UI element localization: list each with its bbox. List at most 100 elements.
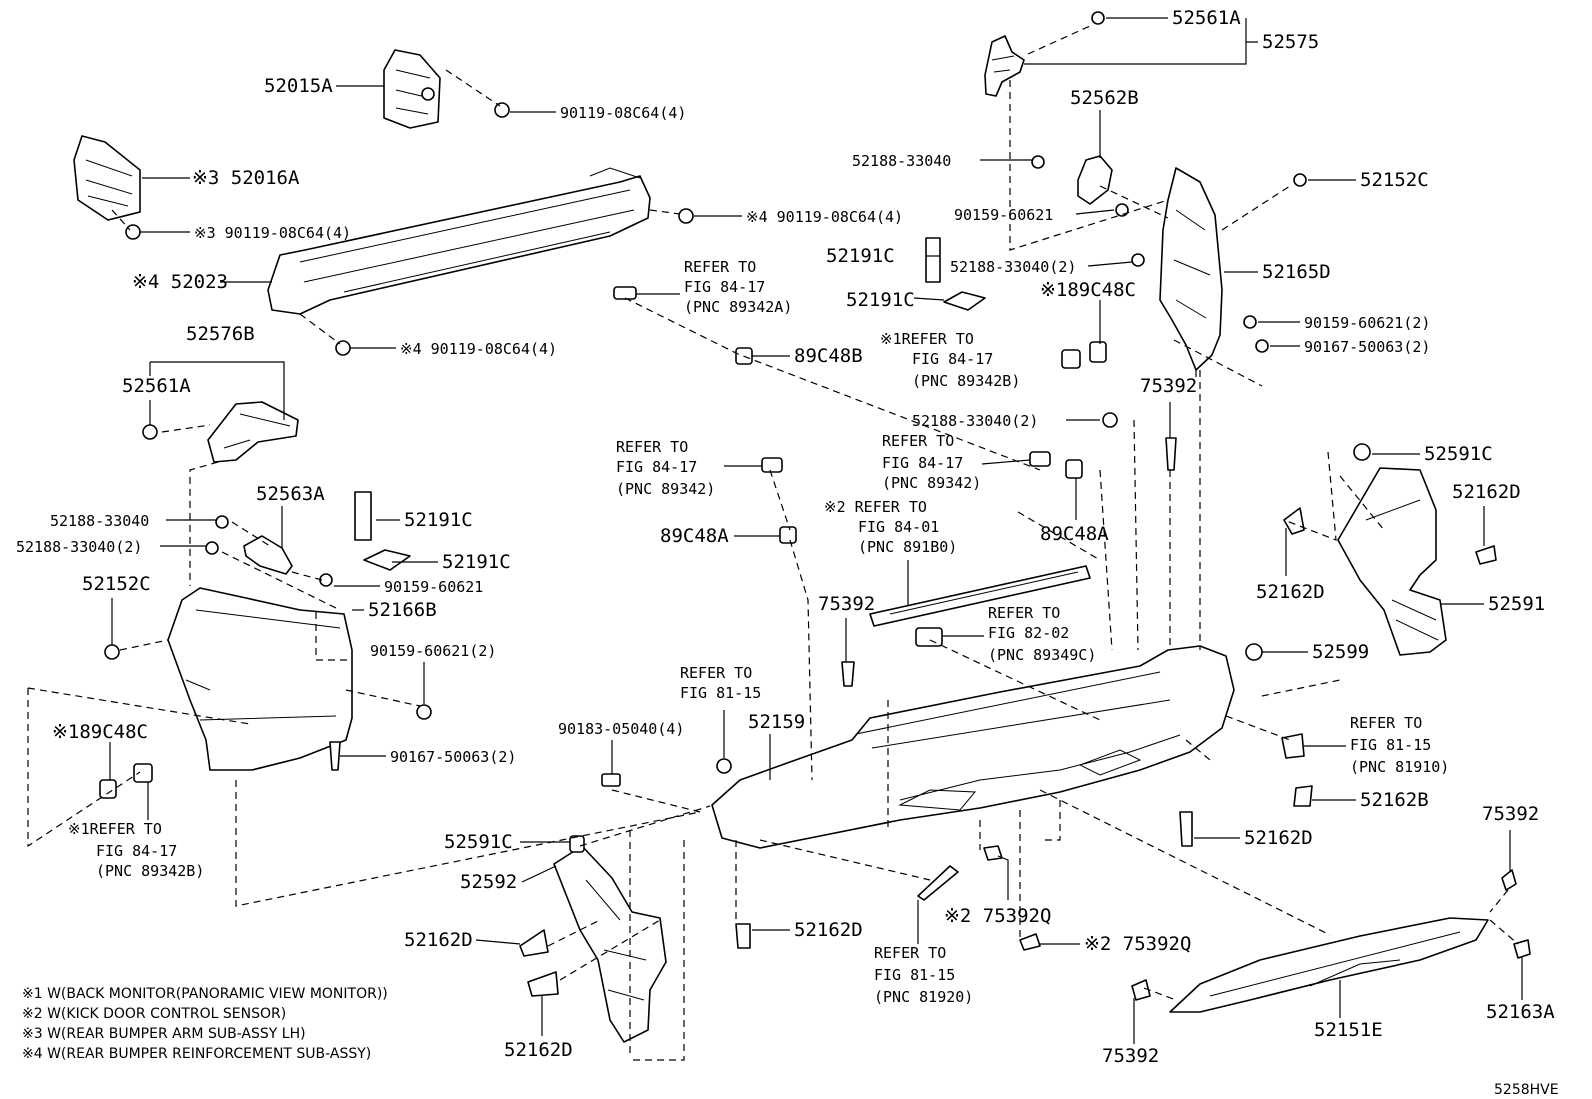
- label-52159: 52159: [748, 711, 805, 733]
- note-2: ※2 W(KICK DOOR CONTROL SENSOR): [22, 1006, 286, 1022]
- label-52166b: 52166B: [368, 599, 437, 621]
- label-90159-60621-a: 90159-60621: [954, 206, 1053, 224]
- label-52162d-f: 52162D: [504, 1039, 573, 1061]
- label-52162d-c: 52162D: [1244, 827, 1313, 849]
- footnotes: ※1 W(BACK MONITOR(PANORAMIC VIEW MONITOR…: [22, 986, 388, 1062]
- svg-text:(PNC 89342): (PNC 89342): [882, 474, 981, 492]
- bracket-52563a: [243, 535, 293, 575]
- label-52188-33040-e: 52188-33040(2): [16, 538, 142, 556]
- refer-89342b-left: ※1REFER TO FIG 84-17 (PNC 89342B): [68, 820, 204, 880]
- bolt-52016a: [125, 224, 141, 240]
- cap-81910: [1281, 733, 1305, 759]
- svg-text:REFER TO: REFER TO: [874, 944, 946, 962]
- svg-text:FIG 81-15: FIG 81-15: [680, 684, 761, 702]
- label-90167-50063-b: 90167-50063(2): [390, 748, 516, 766]
- sensor-89342-right: [1029, 451, 1051, 467]
- label-52561a-left: 52561A: [122, 375, 191, 397]
- label-52162d-d: 52162D: [794, 919, 863, 941]
- sensor-89342b-left: [133, 763, 153, 783]
- label-52151e: 52151E: [1314, 1019, 1383, 1041]
- refer-891b0: ※2 REFER TO FIG 84-01 (PNC 891B0): [824, 498, 957, 556]
- svg-text:FIG 84-17: FIG 84-17: [684, 278, 765, 296]
- clip-89c48a-right: [1065, 459, 1083, 479]
- bracket-52576b: [207, 401, 299, 463]
- sensor-89342-left: [761, 457, 783, 473]
- label-52152c-left: 52152C: [82, 573, 151, 595]
- label-52162d-b: 52162D: [1256, 581, 1325, 603]
- label-52165d: 52165D: [1262, 261, 1331, 283]
- label-75392q-a: ※2 75392Q: [944, 905, 1051, 927]
- label-75392-bottom: 75392: [1102, 1045, 1159, 1067]
- label-75392q-b: ※2 75392Q: [1084, 933, 1191, 955]
- label-52592: 52592: [460, 871, 517, 893]
- clip-89c48c-right: [1089, 341, 1107, 363]
- refer-81910: REFER TO FIG 81-15 (PNC 81910): [1350, 714, 1449, 776]
- label-52191c-c: 52191C: [404, 509, 473, 531]
- mudguard-52591: [1337, 467, 1447, 656]
- svg-text:REFER TO: REFER TO: [616, 438, 688, 456]
- svg-text:FIG 82-02: FIG 82-02: [988, 624, 1069, 642]
- retainer-52166b: [167, 587, 353, 771]
- svg-text:(PNC 81910): (PNC 81910): [1350, 758, 1449, 776]
- bolt-52023-left: [335, 340, 351, 356]
- svg-text:※1REFER TO: ※1REFER TO: [880, 330, 974, 348]
- svg-text:FIG 84-17: FIG 84-17: [96, 842, 177, 860]
- part-shapes: [73, 11, 1531, 1043]
- bracket-52562b: [1077, 155, 1113, 205]
- note-3: ※3 W(REAR BUMPER ARM SUB-ASSY LH): [22, 1026, 306, 1042]
- label-75392-right: 75392: [1482, 803, 1539, 825]
- label-90119-08c64-d: ※4 90119-08C64(4): [400, 340, 557, 358]
- svg-text:FIG 81-15: FIG 81-15: [1350, 736, 1431, 754]
- label-52561a-top: 52561A: [1172, 7, 1241, 29]
- note-4: ※4 W(REAR BUMPER REINFORCEMENT SUB-ASSY): [22, 1046, 371, 1062]
- reinforcement-52023: [267, 175, 651, 315]
- label-52152c-right: 52152C: [1360, 169, 1429, 191]
- label-90159-60621-d: 90159-60621(2): [370, 642, 496, 660]
- arm-52016a: [73, 135, 141, 221]
- label-52162d-e: 52162D: [404, 929, 473, 951]
- label-52191c-b: 52191C: [846, 289, 915, 311]
- label-52188-33040-b: 52188-33040(2): [950, 258, 1076, 276]
- refer-89342b-right: ※1REFER TO FIG 84-17 (PNC 89342B): [880, 330, 1020, 390]
- svg-text:FIG 84-17: FIG 84-17: [912, 350, 993, 368]
- clip-52152c-right: [1293, 173, 1307, 187]
- leader-lines: [109, 17, 1523, 1044]
- bracket-52575: [984, 35, 1025, 97]
- label-90159-60621-b: 90159-60621(2): [1304, 314, 1430, 332]
- label-89c48c-right: ※189C48C: [1040, 279, 1136, 301]
- refer-89349c: REFER TO FIG 82-02 (PNC 89349C): [988, 604, 1096, 664]
- label-89c48c-left: ※189C48C: [52, 721, 148, 743]
- sensor-strip-891b0: [869, 565, 1091, 627]
- svg-text:(PNC 81920): (PNC 81920): [874, 988, 973, 1006]
- svg-text:(PNC 89342B): (PNC 89342B): [912, 372, 1020, 390]
- pad-52191c-right-a: [925, 237, 941, 283]
- clip-75392-upper: [1165, 437, 1177, 471]
- svg-text:(PNC 89342): (PNC 89342): [616, 480, 715, 498]
- svg-text:※2 REFER TO: ※2 REFER TO: [824, 498, 927, 516]
- label-90119-08c64-a: 90119-08C64(4): [560, 104, 686, 122]
- label-52591c-right: 52591C: [1424, 443, 1493, 465]
- svg-text:REFER TO: REFER TO: [988, 604, 1060, 622]
- label-52563a: 52563A: [256, 483, 325, 505]
- svg-text:FIG 84-01: FIG 84-01: [858, 518, 939, 536]
- label-89c48a-right: 89C48A: [1040, 523, 1109, 545]
- label-52162b: 52162B: [1360, 789, 1429, 811]
- refer-89342-left: REFER TO FIG 84-17 (PNC 89342): [616, 438, 715, 498]
- garnish-52151e: [1169, 917, 1489, 1013]
- note-1: ※1 W(BACK MONITOR(PANORAMIC VIEW MONITOR…: [22, 986, 388, 1002]
- bolt-52023-right: [678, 208, 694, 224]
- svg-text:(PNC 89342B): (PNC 89342B): [96, 862, 204, 880]
- svg-text:※1REFER TO: ※1REFER TO: [68, 820, 162, 838]
- label-90159-60621-c: 90159-60621: [384, 578, 483, 596]
- label-52576b: 52576B: [186, 323, 255, 345]
- svg-text:REFER TO: REFER TO: [1350, 714, 1422, 732]
- svg-text:REFER TO: REFER TO: [882, 432, 954, 450]
- label-52591: 52591: [1488, 593, 1545, 615]
- sensor-89342a: [613, 286, 637, 300]
- label-52163a: 52163A: [1486, 1001, 1555, 1023]
- svg-text:REFER TO: REFER TO: [684, 258, 756, 276]
- assembly-dashed-lines: [27, 25, 1519, 1061]
- clip-89c48a-left: [779, 526, 797, 544]
- callout-labels: 52561A 52575 52015A 90119-08C64(4) 52562…: [16, 7, 1555, 1067]
- refer-89342a: REFER TO FIG 84-17 (PNC 89342A): [684, 258, 792, 316]
